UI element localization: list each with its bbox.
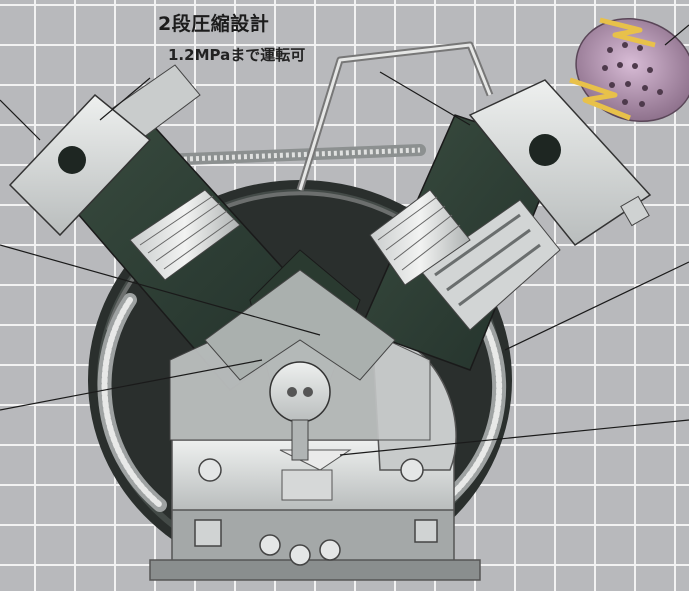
valve-disc [569, 17, 689, 123]
callout-title: 2段圧縮設計 [158, 13, 270, 35]
callout-subtitle: 1.2MPaまで運転可 [168, 46, 306, 64]
leader-lines [0, 24, 689, 456]
right-cylinder [358, 79, 652, 371]
transfer-pipe [296, 41, 494, 192]
base-bolts [194, 458, 438, 566]
crank-center [169, 249, 431, 461]
